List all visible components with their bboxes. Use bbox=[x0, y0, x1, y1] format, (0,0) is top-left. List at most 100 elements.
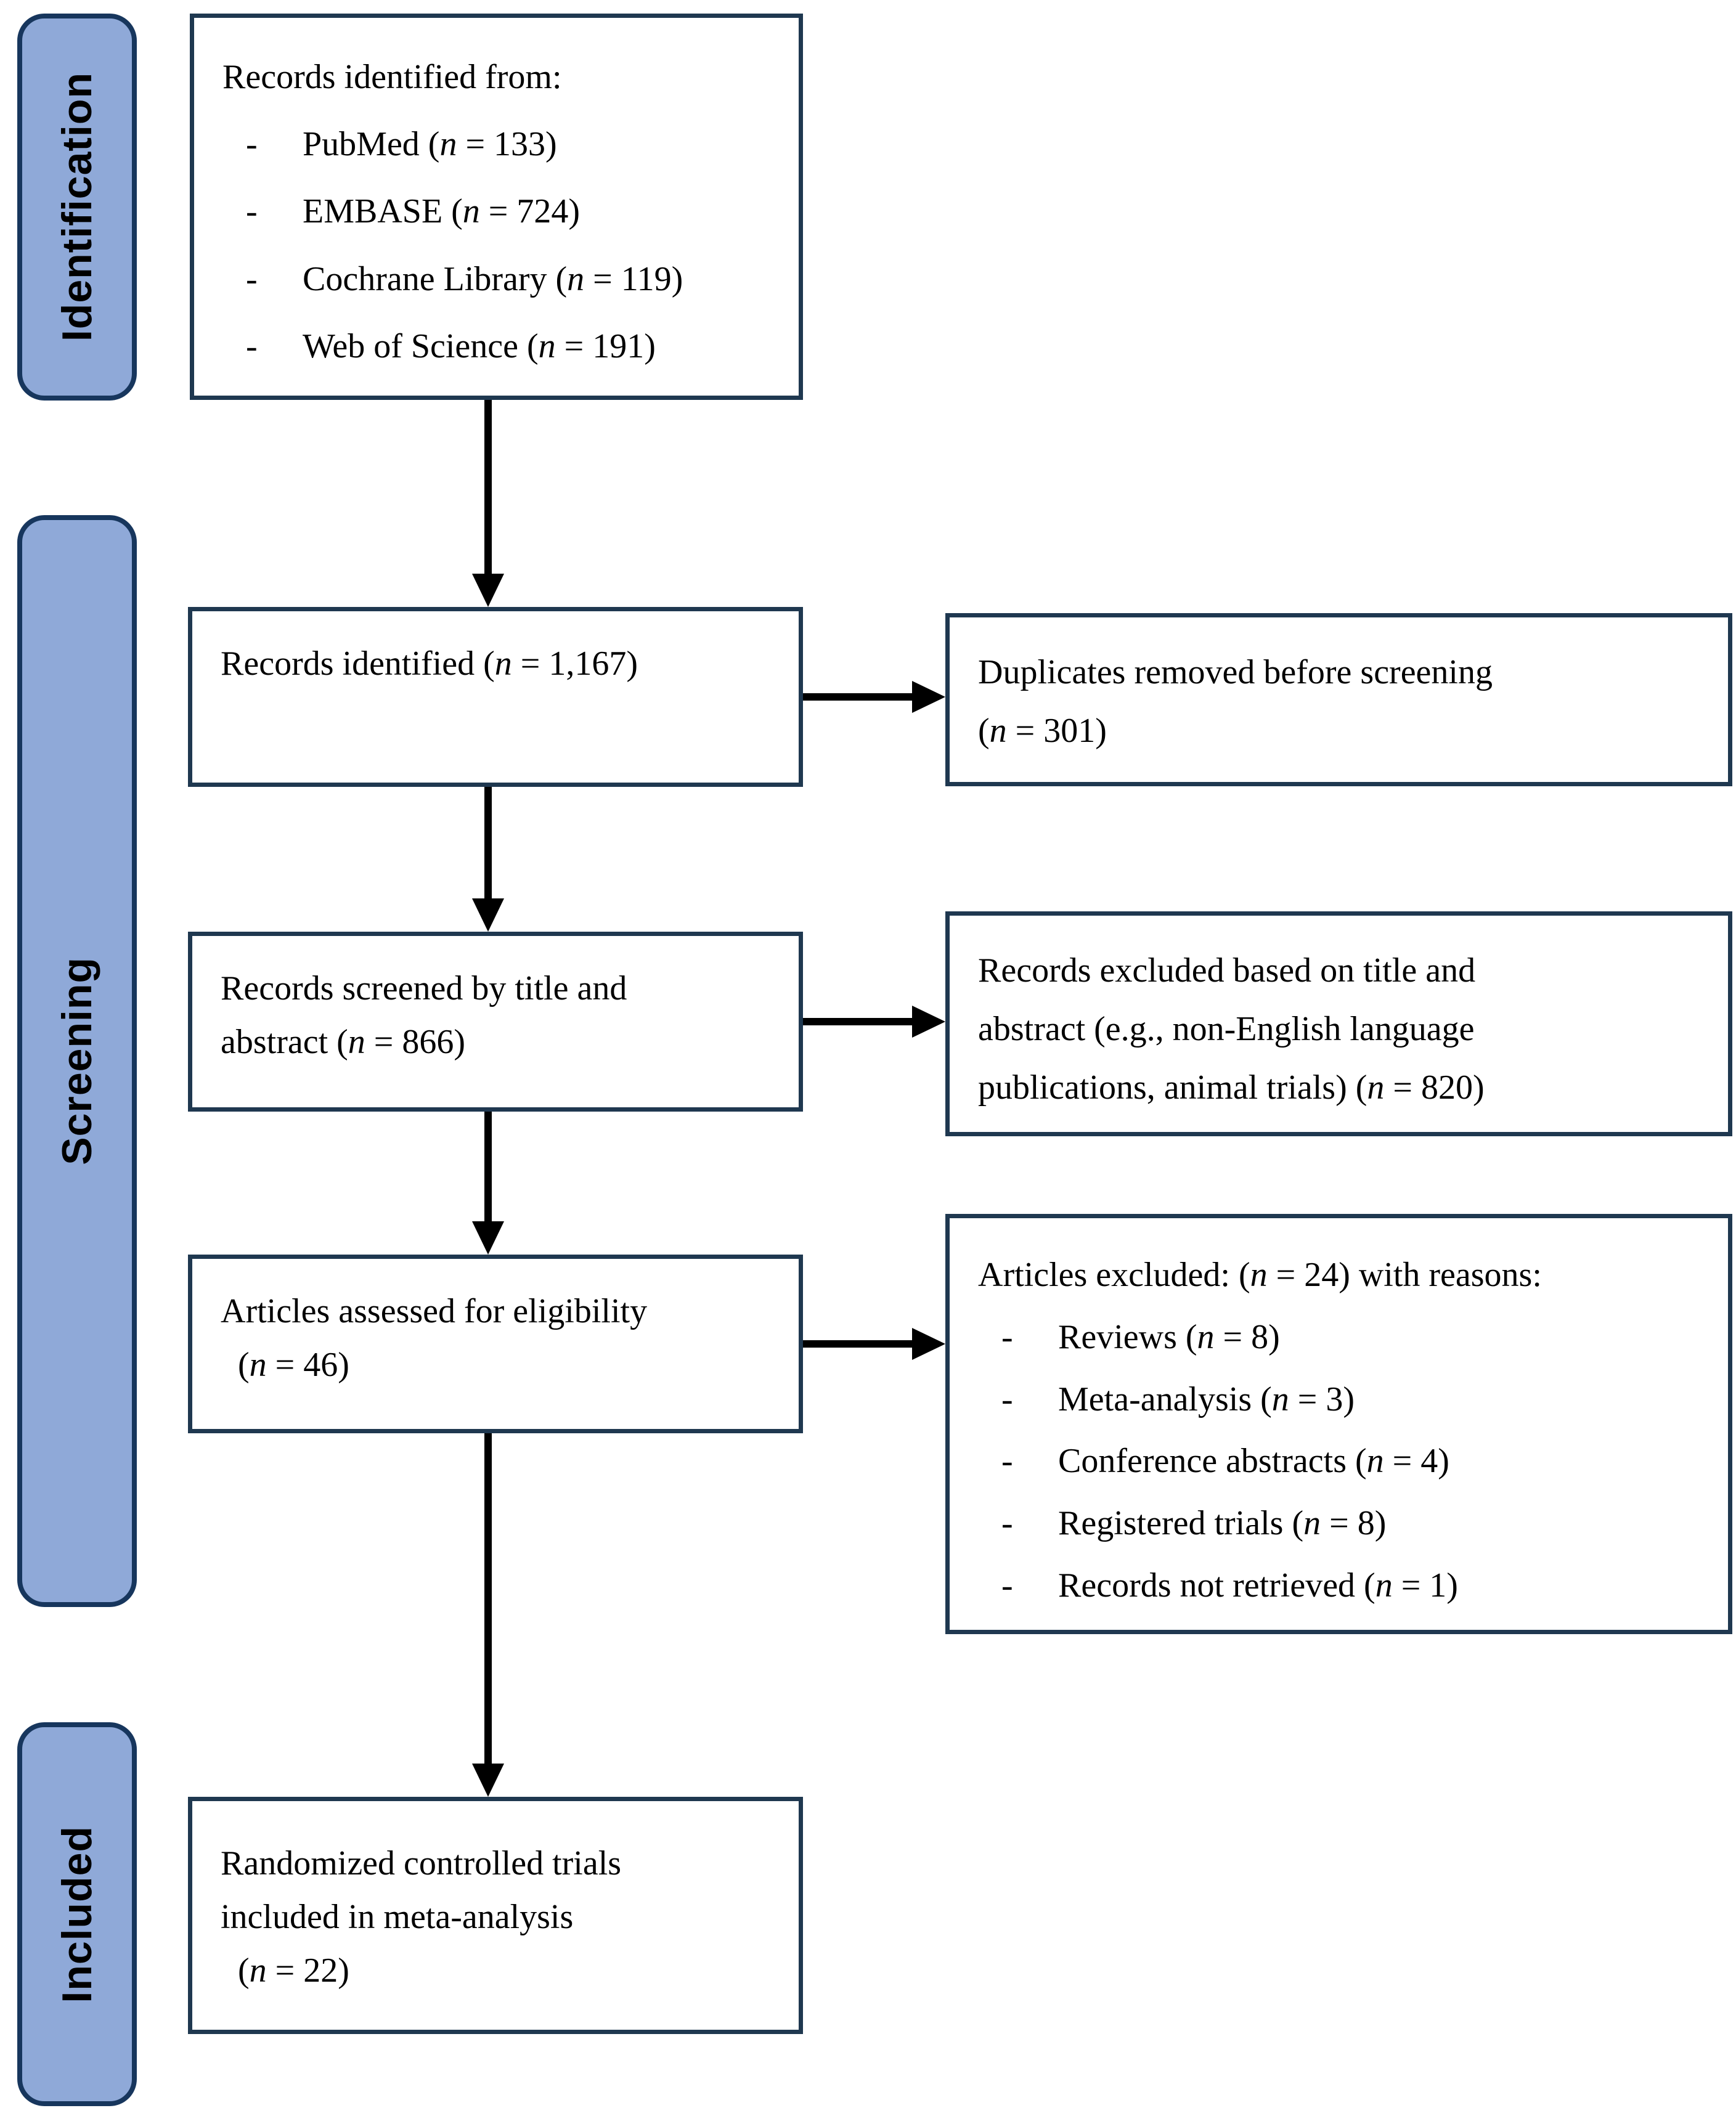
bullet-text: Records not retrieved (n = 1) bbox=[1058, 1555, 1703, 1617]
arrow-down-3-head bbox=[472, 1221, 504, 1255]
arrow-down-4-shaft bbox=[484, 1433, 492, 1765]
text-segment: = 133) bbox=[457, 125, 557, 164]
bullet-line: - EMBASE (n = 724) bbox=[222, 178, 774, 245]
bullet-text: PubMed (n = 133) bbox=[303, 111, 774, 178]
text-line: Records identified from: bbox=[222, 44, 774, 111]
text-line: abstract (e.g., non-English language bbox=[978, 1000, 1703, 1059]
text-segment: Duplicates removed before screening bbox=[978, 653, 1493, 691]
text-line: Duplicates removed before screening bbox=[978, 643, 1703, 702]
bullet-dash: - bbox=[1001, 1317, 1013, 1356]
arrow-down-1-head bbox=[472, 574, 504, 607]
stage-box-screening: Screening bbox=[17, 515, 137, 1607]
text-segment: = 724) bbox=[479, 192, 581, 231]
text-segment: publications, animal trials) ( bbox=[978, 1068, 1367, 1107]
bullet-text: Registered trials (n = 8) bbox=[1058, 1492, 1703, 1555]
text-segment: ( bbox=[978, 712, 990, 751]
records-identified-box: Records identified (n = 1,167) bbox=[188, 607, 803, 787]
bullet-dash: - bbox=[246, 259, 258, 298]
text-segment: Records identified from: bbox=[222, 58, 562, 96]
text-line: Records excluded based on title and bbox=[978, 942, 1703, 1000]
text-segment: abstract (e.g., non-English language bbox=[978, 1010, 1475, 1049]
italic-n: n bbox=[249, 1951, 267, 1990]
bullet-text: Web of Science (n = 191) bbox=[303, 313, 774, 380]
text-segment: = 8) bbox=[1321, 1504, 1387, 1543]
text-segment: Web of Science ( bbox=[303, 327, 539, 365]
text-segment: Randomized controlled trials bbox=[221, 1844, 622, 1882]
italic-n: n bbox=[538, 327, 556, 365]
italic-n: n bbox=[462, 192, 480, 231]
bullet-line: -Records not retrieved (n = 1) bbox=[978, 1555, 1703, 1617]
text-line: Articles assessed for eligibility bbox=[221, 1285, 774, 1338]
bullet-dash: - bbox=[1001, 1380, 1013, 1418]
text-segment: Articles excluded: ( bbox=[978, 1256, 1250, 1294]
italic-n: n bbox=[1197, 1317, 1215, 1356]
bullet-dash: - bbox=[246, 125, 258, 164]
text-segment: Records excluded based on title and bbox=[978, 951, 1476, 990]
text-segment: Meta-analysis ( bbox=[1058, 1380, 1272, 1418]
bullet-line: - Cochrane Library (n = 119) bbox=[222, 246, 774, 313]
text-line: included in meta-analysis bbox=[221, 1890, 774, 1944]
text-segment: Records screened by title and bbox=[221, 969, 627, 1007]
duplicates-removed-box: Duplicates removed before screening (n = … bbox=[945, 613, 1732, 786]
arrow-down-3-shaft bbox=[484, 1112, 492, 1223]
bullet-dash: - bbox=[246, 327, 258, 365]
text-line: (n = 22) bbox=[221, 1944, 774, 1998]
text-line: (n = 46) bbox=[221, 1338, 774, 1392]
text-line: Randomized controlled trials bbox=[221, 1837, 774, 1890]
text-segment: = 22) bbox=[266, 1951, 349, 1990]
italic-n: n bbox=[249, 1345, 267, 1384]
italic-n: n bbox=[1250, 1256, 1268, 1294]
arrow-right-3-shaft bbox=[803, 1340, 913, 1348]
arrow-right-1-shaft bbox=[803, 693, 913, 701]
text-segment: = 1,167) bbox=[511, 645, 638, 683]
text-segment: = 1) bbox=[1392, 1566, 1458, 1605]
arrow-down-2-shaft bbox=[484, 787, 492, 900]
bullet-text: EMBASE (n = 724) bbox=[303, 178, 774, 245]
bullet-line: - Conference abstracts (n = 4) bbox=[978, 1430, 1703, 1492]
text-segment: = 301) bbox=[1006, 712, 1107, 751]
text-segment: abstract ( bbox=[221, 1022, 348, 1061]
italic-n: n bbox=[1366, 1442, 1384, 1481]
text-segment: Cochrane Library ( bbox=[303, 259, 568, 298]
italic-n: n bbox=[567, 259, 585, 298]
text-segment: Records not retrieved ( bbox=[1058, 1566, 1375, 1605]
text-segment: ( bbox=[238, 1345, 250, 1384]
arrow-right-3-head bbox=[912, 1328, 945, 1360]
text-segment: = 4) bbox=[1384, 1442, 1449, 1481]
text-segment: = 191) bbox=[555, 327, 656, 365]
text-line: Records identified (n = 1,167) bbox=[221, 637, 774, 691]
text-segment: = 24) with reasons: bbox=[1267, 1256, 1542, 1294]
bullet-text: Meta-analysis (n = 3) bbox=[1058, 1369, 1703, 1431]
articles-excluded-box: Articles excluded: (n = 24) with reasons… bbox=[945, 1214, 1732, 1634]
bullet-line: - PubMed (n = 133) bbox=[222, 111, 774, 178]
stage-label-included: Included bbox=[54, 1825, 100, 2003]
arrow-right-2-head bbox=[912, 1006, 945, 1038]
bullet-dash: - bbox=[1001, 1442, 1013, 1481]
stage-box-identification: Identification bbox=[17, 14, 137, 401]
italic-n: n bbox=[989, 712, 1007, 751]
italic-n: n bbox=[439, 125, 457, 164]
text-segment: = 866) bbox=[365, 1022, 466, 1061]
records-excluded-box: Records excluded based on title and abstr… bbox=[945, 911, 1732, 1136]
text-line: Articles excluded: (n = 24) with reasons… bbox=[978, 1244, 1703, 1306]
stage-box-included: Included bbox=[17, 1722, 137, 2106]
bullet-text: Reviews (n = 8) bbox=[1058, 1306, 1703, 1369]
text-segment: Conference abstracts ( bbox=[1058, 1442, 1367, 1481]
italic-n: n bbox=[1367, 1068, 1385, 1107]
bullet-line: - Meta-analysis (n = 3) bbox=[978, 1369, 1703, 1431]
text-line: publications, animal trials) (n = 820) bbox=[978, 1059, 1703, 1117]
arrow-down-1-shaft bbox=[484, 400, 492, 575]
arrow-down-2-head bbox=[472, 898, 504, 932]
arrow-right-2-shaft bbox=[803, 1018, 913, 1025]
text-segment: PubMed ( bbox=[303, 125, 440, 164]
arrow-right-1-head bbox=[912, 681, 945, 713]
text-segment: Registered trials ( bbox=[1058, 1504, 1304, 1543]
bullet-dash: - bbox=[246, 192, 258, 231]
stage-label-identification: Identification bbox=[54, 72, 100, 342]
bullet-text: Cochrane Library (n = 119) bbox=[303, 246, 774, 313]
text-segment: EMBASE ( bbox=[303, 192, 463, 231]
italic-n: n bbox=[1303, 1504, 1321, 1543]
italic-n: n bbox=[1271, 1380, 1289, 1418]
